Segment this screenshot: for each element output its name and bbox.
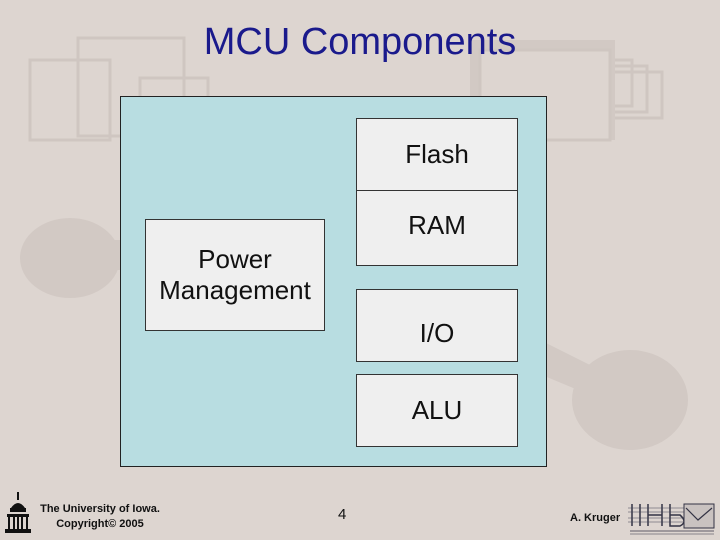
io-label: I/O [419, 318, 455, 348]
ram-label: RAM [408, 210, 466, 240]
mcu-block: Flash RAM Power Management I/O ALU [120, 96, 547, 467]
ram-component: RAM [356, 190, 518, 266]
footer-organization: The University of Iowa. Copyright© 2005 [30, 502, 170, 532]
university-capitol-logo-icon [5, 492, 31, 533]
alu-label: ALU [411, 395, 463, 425]
alu-component: ALU [356, 374, 518, 447]
page-number: 4 [338, 506, 347, 523]
footer-copyright: Copyright© 2005 [56, 518, 144, 530]
slide-title: MCU Components [203, 21, 517, 63]
flash-component: Flash [356, 118, 518, 191]
footer-university: The University of Iowa. [40, 503, 160, 515]
power-label-line1: Power [198, 244, 272, 274]
io-component: I/O [356, 289, 518, 362]
power-label-line2: Management [159, 275, 311, 305]
footer-author: A. Kruger [570, 512, 621, 524]
iihr-logo-icon [628, 503, 715, 535]
power-management-component: Power Management [145, 219, 325, 331]
flash-label: Flash [405, 139, 469, 169]
